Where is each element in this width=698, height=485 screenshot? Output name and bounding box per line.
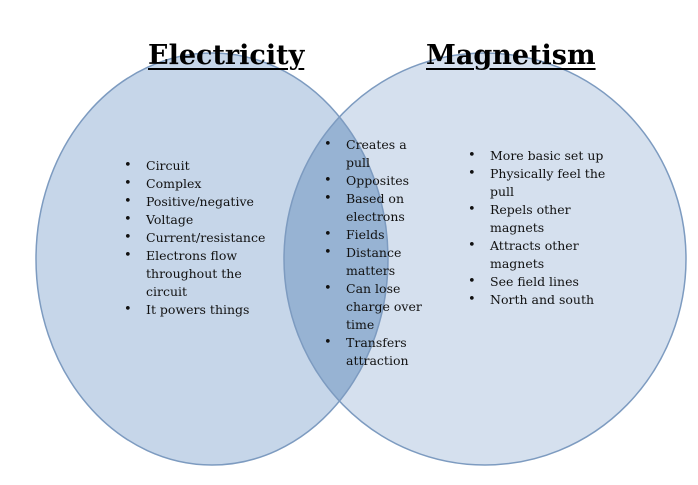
list-item: Creates a pull	[322, 136, 422, 172]
list-item: Distance matters	[322, 244, 422, 280]
list-item: Positive/negative	[122, 193, 282, 211]
list-item: Opposites	[322, 172, 422, 190]
list-item: Can lose charge over time	[322, 280, 422, 334]
list-item: Voltage	[122, 211, 282, 229]
list-item: More basic set up	[466, 147, 616, 165]
list-item: Electrons flow throughout the circuit	[122, 247, 282, 301]
electricity-list: Circuit Complex Positive/negative Voltag…	[122, 157, 282, 319]
list-item: Complex	[122, 175, 282, 193]
list-item: Fields	[322, 226, 422, 244]
magnetism-title: Magnetism	[426, 40, 596, 71]
list-item: Attracts other magnets	[466, 237, 616, 273]
shared-list: Creates a pull Opposites Based on electr…	[322, 136, 422, 370]
list-item: Current/resistance	[122, 229, 282, 247]
magnetism-circle-outline	[283, 52, 687, 466]
list-item: Repels other magnets	[466, 201, 616, 237]
magnetism-list: More basic set up Physically feel the pu…	[466, 147, 616, 309]
list-item: Transfers attraction	[322, 334, 422, 370]
electricity-title: Electricity	[148, 40, 305, 71]
list-item: North and south	[466, 291, 616, 309]
list-item: Physically feel the pull	[466, 165, 616, 201]
list-item: See field lines	[466, 273, 616, 291]
list-item: It powers things	[122, 301, 282, 319]
list-item: Based on electrons	[322, 190, 422, 226]
list-item: Circuit	[122, 157, 282, 175]
